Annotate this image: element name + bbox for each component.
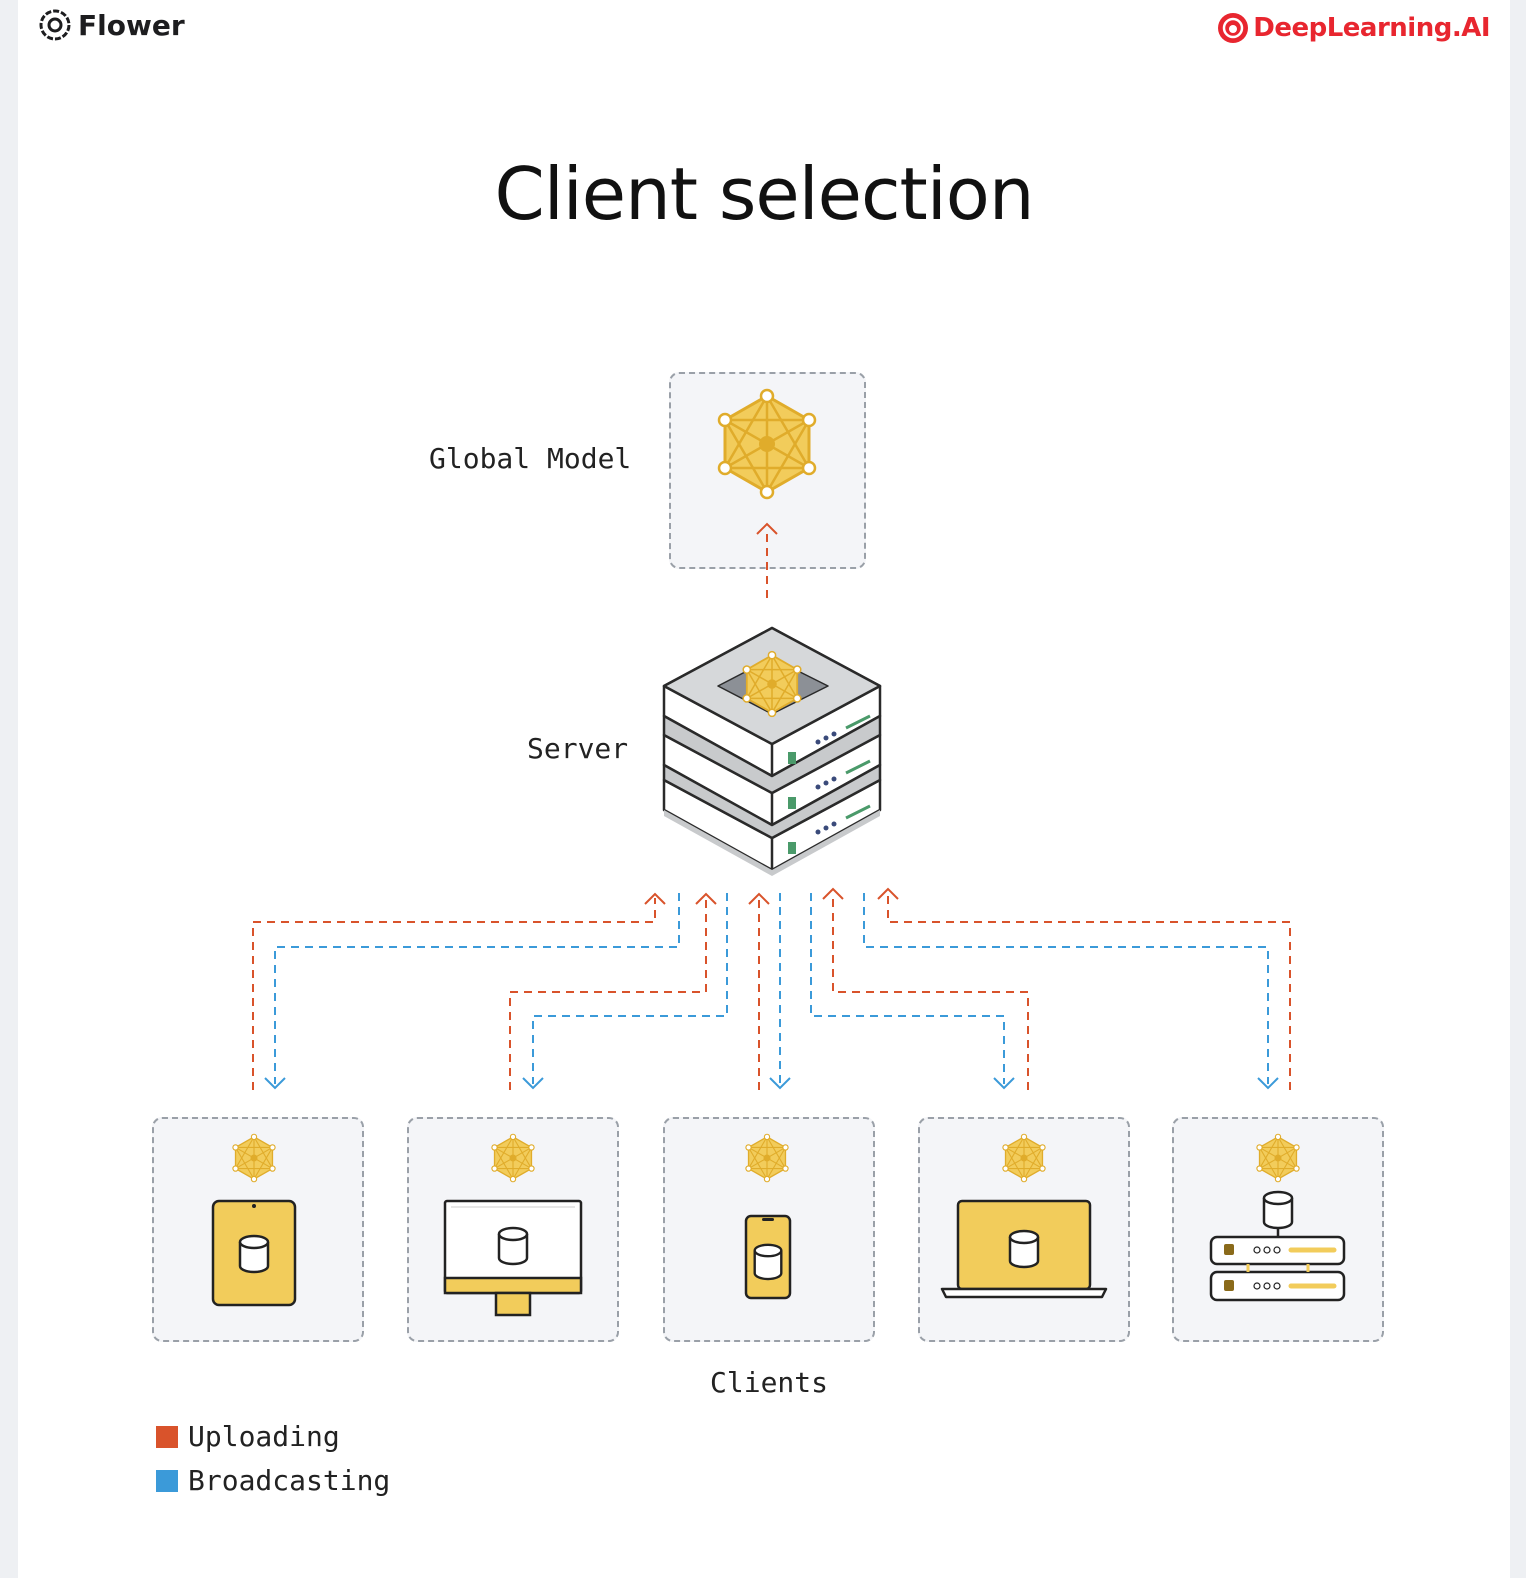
- legend-broadcasting-swatch: [156, 1469, 178, 1492]
- slide: Flower DeepLearning.AI Client selection …: [18, 0, 1510, 1578]
- upload-arrowheads: [644, 887, 899, 905]
- client-model-icons: [232, 1133, 1300, 1183]
- clients-label: Clients: [710, 1366, 829, 1399]
- legend-uploading: Uploading: [156, 1420, 340, 1453]
- server-label: Server: [527, 732, 629, 765]
- page-title: Client selection: [494, 152, 1035, 236]
- tablet-icon: [211, 1199, 297, 1307]
- flower-logo-icon: [39, 9, 71, 41]
- global-model-label: Global Model: [429, 442, 632, 475]
- smartphone-icon: [744, 1214, 792, 1300]
- legend-uploading-swatch: [156, 1425, 178, 1448]
- deeplearning-logo-icon: [1218, 13, 1249, 43]
- broadcast-arrowheads: [264, 1077, 1279, 1090]
- upload-arrow-global: [756, 522, 778, 598]
- global-model-icon: [717, 388, 817, 500]
- flower-logo: Flower: [38, 8, 185, 42]
- server-rack-icon: [1209, 1190, 1346, 1302]
- legend-broadcasting: Broadcasting: [156, 1464, 390, 1497]
- legend-uploading-label: Uploading: [188, 1420, 340, 1453]
- upload-paths: [252, 893, 1291, 1090]
- legend-broadcasting-label: Broadcasting: [188, 1464, 391, 1497]
- desktop-monitor-icon: [443, 1199, 583, 1317]
- flower-brand-text: Flower: [78, 8, 185, 42]
- broadcast-paths: [274, 893, 1269, 1084]
- laptop-icon: [940, 1199, 1108, 1299]
- deeplearning-brand-text: DeepLearning.AI: [1253, 13, 1490, 43]
- deeplearning-logo: DeepLearning.AI: [1217, 12, 1490, 44]
- diagram-canvas: [211, 388, 1346, 1317]
